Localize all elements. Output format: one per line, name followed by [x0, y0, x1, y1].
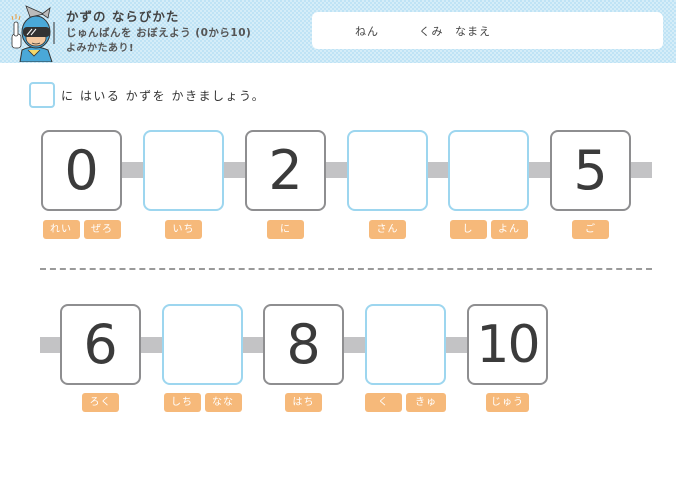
instruction: に はいる かずを かきましょう。	[29, 82, 265, 108]
reading-tag: よん	[490, 220, 528, 239]
reading-tag: ぜろ	[83, 220, 121, 239]
worksheet-subtitle: じゅんばんを おぼえよう (0から10)	[66, 27, 252, 39]
reading-tag: し	[449, 220, 487, 239]
number-value: 10	[476, 314, 540, 375]
number-value: 6	[83, 312, 118, 376]
worksheet-note: よみかたあり!	[66, 43, 135, 54]
reading-tags-6: ろく	[60, 393, 141, 412]
reading-tags-4: し よん	[448, 220, 529, 239]
answer-box-3[interactable]	[347, 130, 428, 211]
worksheet-header: かずの ならびかた じゅんばんを おぼえよう (0から10) よみかたあり! ね…	[0, 0, 676, 63]
reading-tags-2: に	[245, 220, 326, 239]
number-value: 5	[573, 138, 608, 202]
reading-tag: さん	[369, 220, 406, 239]
reading-tags-3: さん	[347, 220, 428, 239]
number-box-8: 8	[263, 304, 344, 385]
reading-tag: きゅう	[406, 393, 446, 427]
reading-tags-7: しち なな	[162, 393, 243, 412]
number-value: 0	[64, 138, 99, 202]
number-box-5: 5	[550, 130, 631, 211]
answer-box-1[interactable]	[143, 130, 224, 211]
worksheet-title: かずの ならびかた	[66, 9, 180, 24]
number-box-10: 10	[467, 304, 548, 385]
name-entry-box[interactable]: ねん くみ なまえ	[312, 12, 663, 49]
robot-hero-mascot-icon	[11, 5, 55, 62]
name-label: なまえ	[455, 25, 491, 38]
year-label: ねん	[355, 25, 379, 38]
reading-tag: いち	[165, 220, 202, 239]
title-block: かずの ならびかた じゅんばんを おぼえよう (0から10) よみかたあり!	[66, 9, 251, 55]
number-box-0: 0	[41, 130, 122, 211]
number-box-2: 2	[245, 130, 326, 211]
class-label: くみ	[419, 25, 444, 38]
reading-tag: れい	[42, 220, 80, 239]
reading-tags-10: じゅう	[467, 393, 548, 412]
number-value: 2	[268, 138, 303, 202]
reading-tag: ご	[572, 220, 609, 239]
reading-tag: に	[267, 220, 304, 239]
section-divider	[40, 268, 652, 270]
number-value: 8	[286, 312, 321, 376]
answer-box-7[interactable]	[162, 304, 243, 385]
answer-box-4[interactable]	[448, 130, 529, 211]
reading-tags-9: く きゅう	[365, 393, 446, 427]
reading-tags-1: いち	[143, 220, 224, 239]
reading-tags-0: れい ぜろ	[41, 220, 122, 239]
reading-tag: く	[365, 393, 402, 412]
number-box-6: 6	[60, 304, 141, 385]
instruction-text: に はいる かずを かきましょう。	[61, 88, 266, 103]
blank-box-sample	[29, 82, 55, 108]
reading-tag: なな	[204, 393, 242, 412]
answer-box-9[interactable]	[365, 304, 446, 385]
reading-tags-5: ご	[550, 220, 631, 239]
reading-tags-8: はち	[263, 393, 344, 412]
reading-tag: ろく	[82, 393, 119, 412]
reading-tag: はち	[285, 393, 322, 412]
reading-tag: しち	[163, 393, 201, 412]
reading-tag: じゅう	[486, 393, 529, 412]
